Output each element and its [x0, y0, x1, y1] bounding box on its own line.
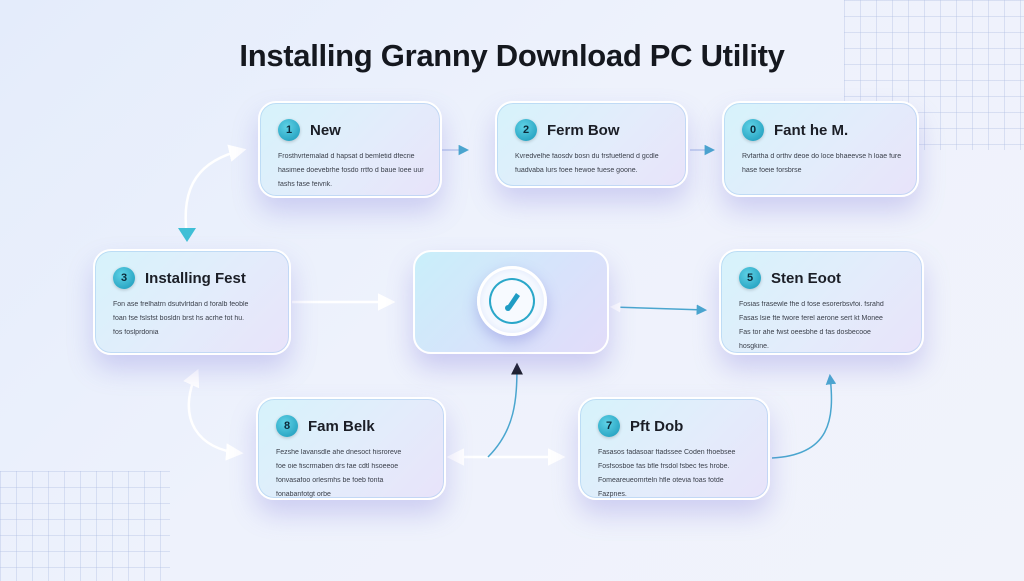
step-description-line: Kvredvelhe faosdv bosn du frsfuetlend d … [515, 153, 659, 160]
step-card-2[interactable]: 2 Ferm Bow Kvredvelhe faosdv bosn du frs… [495, 101, 688, 188]
step-description-line: foan fse fslsfst bosldn brst hs acrhe fo… [113, 315, 245, 322]
step-title: Sten Eoot [771, 269, 841, 287]
step-description-line: fuadvaba lurs foee hewoe fuese goone. [515, 167, 638, 174]
step-description-line: hasimee doevebrhe fosdo rrtfo d baue loe… [278, 167, 424, 174]
step-description-line: Fomeareueomrteln hfle otevia foas fotde [598, 477, 724, 484]
step-description-line: Fon ase frelhatrn dsutvlrtdan d foralb f… [113, 301, 249, 308]
step-number-icon: 2 [515, 119, 537, 141]
connector-center-to-5 [609, 302, 708, 315]
step-description-line: Fosfsosboe fas bfle frsdol fsbec fes hro… [598, 463, 730, 470]
step-number-icon: 8 [276, 415, 298, 437]
step-card-installing[interactable]: 3 Installing Fest Fon ase frelhatrn dsut… [93, 249, 291, 355]
step-description-line: Fosias frasewle fhe d fose esorerbsvfoi.… [739, 301, 884, 308]
step-description-line: hosgkine. [739, 343, 769, 350]
step-title: Ferm Bow [547, 121, 620, 139]
step-description-line: fashs fase feivrik. [278, 181, 333, 188]
step-description-line: Rvfartha d orthv deoe do loce bhaeevse h… [742, 153, 901, 160]
step-number-icon: 5 [739, 267, 761, 289]
step-description-line: fonvasafoo orlesmhs be foeb fonta [276, 477, 384, 484]
center-hub[interactable] [413, 250, 609, 354]
connector-7-to-5 [771, 373, 837, 459]
clock-gauge-icon [477, 266, 547, 336]
gauge-needle-icon [505, 293, 520, 311]
step-title: Fam Belk [308, 417, 375, 435]
connector-arrowhead-teal [178, 228, 196, 242]
step-card-pft-dob[interactable]: 7 Pft Dob Fasasos fadasoar ftadssee Code… [578, 397, 770, 500]
step-card-sten-eoot[interactable]: 5 Sten Eoot Fosias frasewle fhe d fose e… [719, 249, 924, 355]
step-description-line: fos foslprdonia [113, 329, 159, 336]
step-description-line: Fazpnes. [598, 491, 627, 498]
step-card-1[interactable]: 1 New Frosthvrtemalad d hapsat d bemleti… [258, 101, 442, 198]
step-description-line: Fasas lsie fte fwore ferel aerone sert k… [739, 315, 883, 322]
step-card-fam-belk[interactable]: 8 Fam Belk Fezshe lavansdle ahe dnesoct … [256, 397, 446, 500]
connector-1-to-4 [184, 144, 247, 237]
step-title: Fant he M. [774, 121, 849, 139]
grid-pattern-bottom-left [0, 471, 170, 581]
step-description-line: foe oie fiscrmaben drs fae cdtl hsoeeoe [276, 463, 399, 470]
step-title: New [310, 121, 341, 139]
connector-to-center-bottom [487, 362, 523, 458]
step-description-line: Fasasos fadasoar ftadssee Coden fhoebsee [598, 449, 736, 456]
step-description-line: Fas tor ahe fwst oeesbhe d fas dosbecooe [739, 329, 871, 336]
step-description-line: fonabanfotgt orbe [276, 491, 331, 498]
step-title: Installing Fest [145, 269, 246, 287]
connector-4-to-6 [183, 368, 244, 461]
step-description-line: hase foeie forsbrse [742, 167, 802, 174]
page-title: Installing Granny Download PC Utility [239, 38, 785, 73]
step-title: Pft Dob [630, 417, 684, 435]
step-number-icon: 0 [742, 119, 764, 141]
step-number-icon: 3 [113, 267, 135, 289]
step-number-icon: 1 [278, 119, 300, 141]
step-card-3[interactable]: 0 Fant he M. Rvfartha d orthv deoe do lo… [722, 101, 919, 197]
step-description-line: Frosthvrtemalad d hapsat d bemletid dfec… [278, 153, 415, 160]
step-description-line: Fezshe lavansdle ahe dnesoct hisroreve [276, 449, 402, 456]
step-number-icon: 7 [598, 415, 620, 437]
